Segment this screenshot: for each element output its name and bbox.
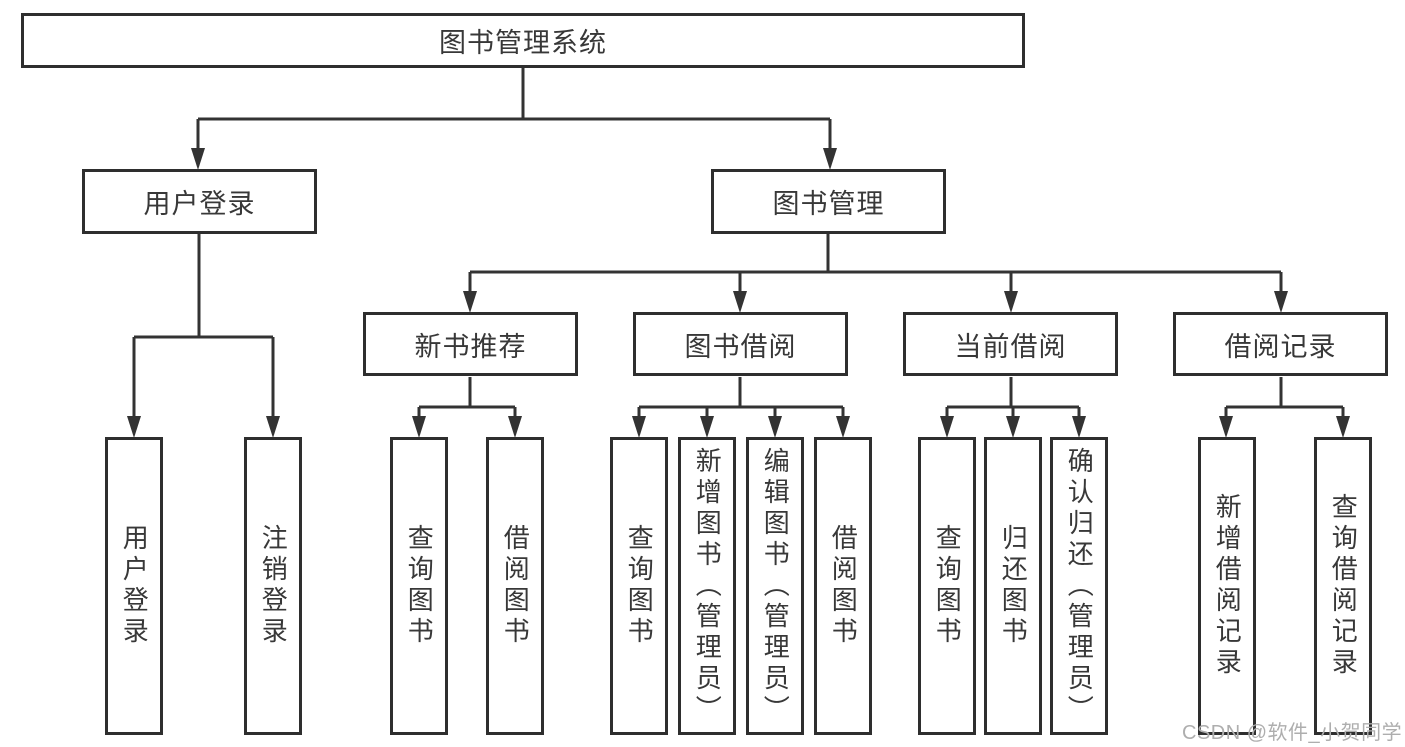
- leaf-label: 用户登录: [119, 524, 150, 648]
- node-label: 新书推荐: [414, 331, 527, 362]
- leaf-label: 归还图书: [998, 524, 1029, 648]
- node-label: 当前借阅: [954, 331, 1067, 362]
- leaf-query-books-recommend: 查询图书: [390, 437, 448, 735]
- leaf-label: 注销登录: [258, 524, 289, 648]
- leaf-label: 确认归还（管理员）: [1064, 446, 1095, 726]
- leaf-return-book: 归还图书: [984, 437, 1042, 735]
- arrowheads: [127, 148, 1350, 438]
- leaf-label: 借阅图书: [828, 524, 859, 648]
- node-label: 图书管理: [772, 189, 885, 219]
- node-label: 借阅记录: [1224, 331, 1337, 362]
- leaf-query-books-borrow: 查询图书: [610, 437, 668, 735]
- node-current-borrow: 当前借阅: [903, 312, 1118, 376]
- node-new-book-recommend: 新书推荐: [363, 312, 578, 376]
- node-user-login: 用户登录: [82, 169, 317, 234]
- leaf-label: 查询图书: [624, 524, 655, 648]
- node-label: 用户登录: [143, 189, 256, 219]
- leaf-label: 查询图书: [404, 524, 435, 648]
- node-book-management: 图书管理: [711, 169, 946, 234]
- leaf-user-login: 用户登录: [105, 437, 163, 735]
- leaf-query-borrow-record: 查询借阅记录: [1314, 437, 1372, 735]
- node-book-borrow: 图书借阅: [633, 312, 848, 376]
- leaf-confirm-return-admin: 确认归还（管理员）: [1050, 437, 1108, 735]
- leaf-label: 新增图书（管理员）: [692, 446, 723, 726]
- leaf-add-book-admin: 新增图书（管理员）: [678, 437, 736, 735]
- leaf-label: 查询图书: [932, 524, 963, 648]
- leaf-borrow-books-borrow: 借阅图书: [814, 437, 872, 735]
- leaf-label: 编辑图书（管理员）: [760, 446, 791, 726]
- leaf-label: 借阅图书: [500, 524, 531, 648]
- node-label: 图书借阅: [684, 331, 797, 362]
- leaf-borrow-books-recommend: 借阅图书: [486, 437, 544, 735]
- node-borrow-records: 借阅记录: [1173, 312, 1388, 376]
- leaf-label: 新增借阅记录: [1212, 493, 1243, 679]
- leaf-logout: 注销登录: [244, 437, 302, 735]
- node-root: 图书管理系统: [21, 13, 1025, 68]
- leaf-label: 查询借阅记录: [1328, 493, 1359, 679]
- leaf-add-borrow-record: 新增借阅记录: [1198, 437, 1256, 735]
- node-label: 图书管理系统: [439, 28, 607, 58]
- watermark: CSDN @软件_小贺同学: [1182, 722, 1403, 744]
- leaf-query-books-current: 查询图书: [918, 437, 976, 735]
- leaf-edit-book-admin: 编辑图书（管理员）: [746, 437, 804, 735]
